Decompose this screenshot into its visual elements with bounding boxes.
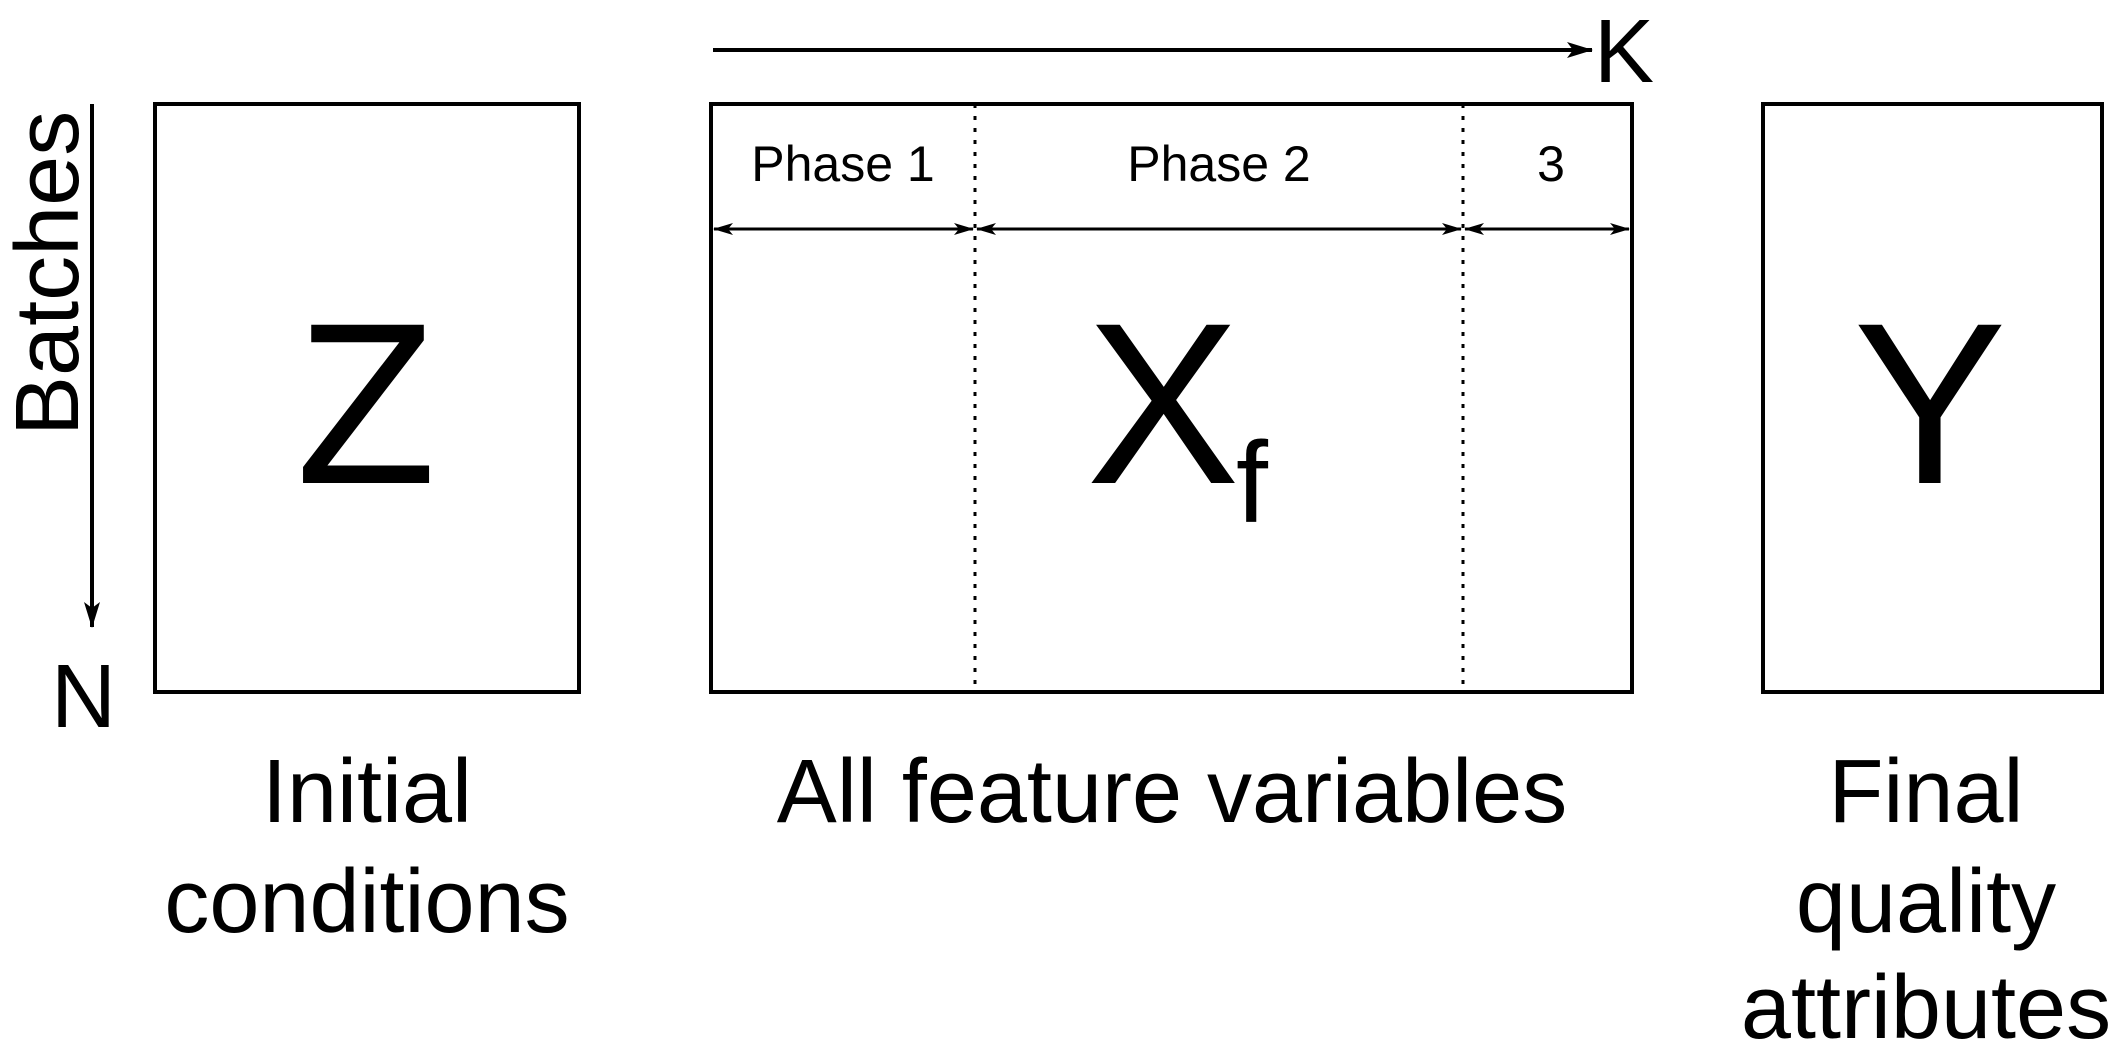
phase-3-label: 3 <box>1537 136 1565 192</box>
phase-2-label: Phase 2 <box>1127 136 1310 192</box>
y-caption-line-1: Final <box>1828 742 2023 842</box>
z-caption-line-1: Initial <box>262 742 472 842</box>
y-caption-line-3: attributes <box>1741 958 2111 1057</box>
x-matrix-box <box>709 102 1634 694</box>
phase-1-label: Phase 1 <box>751 136 934 192</box>
n-axis-label: N <box>51 647 116 747</box>
y-matrix-symbol: Y <box>1853 275 2006 532</box>
x-matrix-symbol: X <box>1086 275 1239 532</box>
z-matrix-box <box>153 102 581 694</box>
x-matrix-subscript: f <box>1236 419 1269 547</box>
z-caption-line-2: conditions <box>164 852 569 952</box>
y-matrix-box <box>1761 102 2104 694</box>
x-caption: All feature variables <box>777 742 1567 842</box>
y-caption-line-2: quality <box>1796 852 2056 952</box>
k-axis-label: K <box>1594 2 1654 102</box>
batches-axis-title: Batches <box>0 111 98 436</box>
z-matrix-symbol: Z <box>296 275 437 532</box>
